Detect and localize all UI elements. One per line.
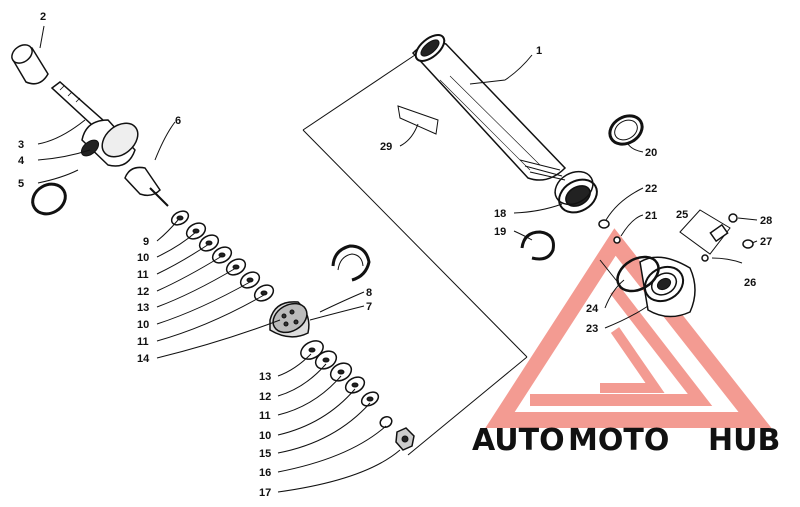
part-end-cap-23	[639, 256, 696, 318]
label-20: 20	[645, 147, 657, 159]
washer-stack-upper	[170, 210, 275, 302]
label-27: 27	[760, 236, 772, 248]
label-25: 25	[676, 209, 688, 221]
part-valve-cap-27	[742, 239, 754, 249]
label-22: 22	[645, 183, 657, 195]
part-seal-ring-20	[608, 114, 644, 146]
label-17: 17	[259, 487, 271, 499]
part-seal-head-4	[80, 119, 139, 167]
label-19: 19	[494, 226, 506, 238]
part-valve-seal-26	[701, 254, 709, 262]
watermark-triangle-inner	[530, 286, 713, 406]
watermark-text-hub: HUB	[708, 423, 780, 458]
label-7: 7	[366, 301, 372, 313]
label-9: 9	[143, 236, 149, 248]
label-29: 29	[380, 141, 392, 153]
part-piston-rod-6	[124, 166, 169, 207]
watermark-triangle-core	[600, 327, 665, 393]
label-10c: 10	[259, 430, 271, 442]
leader-lines	[37, 25, 758, 493]
label-10b: 10	[137, 319, 149, 331]
label-3: 3	[18, 139, 24, 151]
label-4: 4	[18, 155, 25, 167]
label-13b: 13	[259, 371, 271, 383]
watermark-triangle-outer	[485, 228, 772, 428]
part-snap-ring-19	[520, 230, 555, 261]
part-valve-group-25	[679, 209, 731, 255]
part-number-labels: 1 2 3 4 5 6 7 8 9 10 11 12 13 10 11 14 1…	[18, 11, 772, 499]
label-11c: 11	[259, 410, 271, 422]
label-18: 18	[494, 208, 506, 220]
watermark-text-auto: AUTO	[472, 423, 565, 458]
label-11b: 11	[137, 336, 149, 348]
part-valve-stem-28	[709, 213, 738, 243]
part-piston-7	[269, 301, 310, 338]
label-13: 13	[137, 302, 149, 314]
assembly-outline	[302, 54, 621, 456]
washer-stack-lower	[300, 340, 393, 429]
part-bushing-2	[11, 44, 49, 85]
label-12: 12	[137, 286, 149, 298]
part-washer-21-22	[598, 219, 621, 244]
part-bearing-18	[554, 170, 598, 214]
label-16: 16	[259, 467, 271, 479]
label-24: 24	[586, 303, 599, 315]
label-14: 14	[137, 353, 150, 365]
label-2: 2	[40, 11, 46, 23]
watermark-text-moto: MOTO	[568, 423, 669, 458]
label-11: 11	[137, 269, 149, 281]
label-23: 23	[586, 323, 598, 335]
label-12b: 12	[259, 391, 271, 403]
label-6: 6	[175, 115, 181, 127]
label-26: 26	[744, 277, 756, 289]
label-10: 10	[137, 252, 149, 264]
watermark-text: AUTO MOTO HUB	[472, 423, 780, 458]
watermark-logo	[485, 228, 772, 428]
label-15: 15	[259, 448, 271, 460]
label-28: 28	[760, 215, 772, 227]
label-21: 21	[645, 210, 657, 222]
part-shock-body	[411, 34, 567, 181]
part-piston-ring-8	[331, 244, 371, 282]
label-8: 8	[366, 287, 372, 299]
label-1: 1	[536, 45, 542, 57]
part-label-plate	[397, 105, 439, 135]
label-5: 5	[18, 178, 24, 190]
part-nut-17	[395, 427, 415, 451]
part-o-ring-5	[31, 182, 67, 216]
